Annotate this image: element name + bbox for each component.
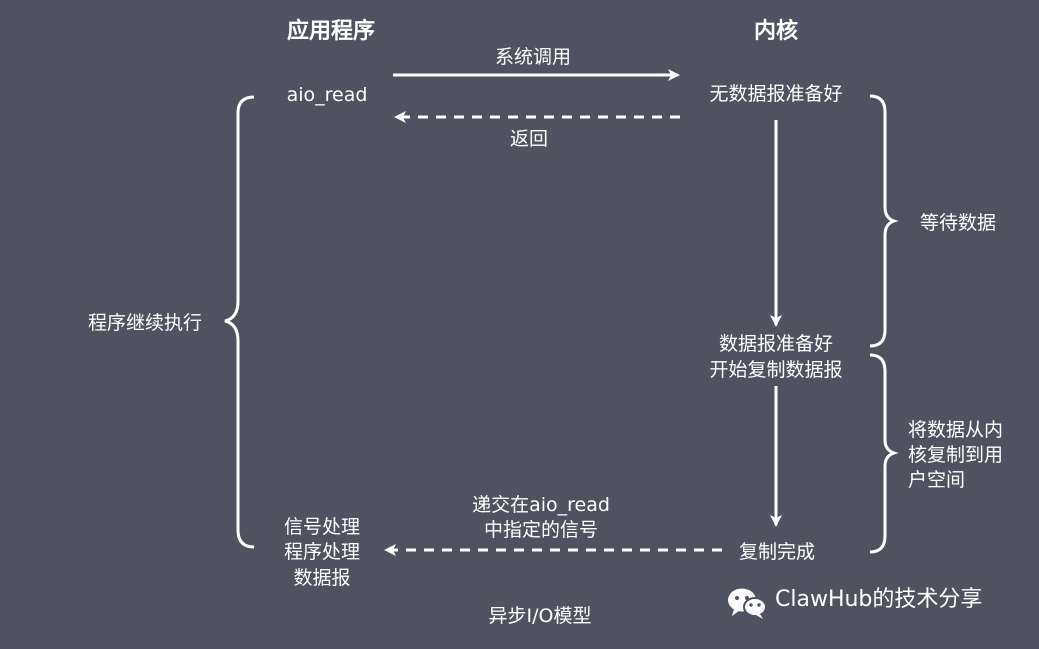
- continue-brace: [224, 95, 255, 549]
- wait-data-label: 等待数据: [920, 212, 997, 234]
- copy-done-label: 复制完成: [738, 541, 816, 563]
- watermark-text: ClawHub的技术分享: [775, 587, 983, 612]
- copy-phase-line-2: 核复制到用: [908, 444, 1004, 466]
- app-header: 应用程序: [286, 19, 376, 44]
- start-copy-label: 开始复制数据报: [709, 359, 843, 381]
- signal-label-line-2: 中指定的信号: [483, 519, 599, 541]
- handler-line-2: 程序处理: [283, 541, 361, 563]
- continue-label: 程序继续执行: [88, 312, 203, 334]
- diagram-caption: 异步I/O模型: [488, 605, 592, 627]
- syscall-label: 系统调用: [494, 46, 572, 68]
- handler-line-1: 信号处理: [283, 516, 361, 538]
- copy-phase-line-3: 户空间: [908, 469, 966, 491]
- aio-read-call: aio_read: [286, 84, 368, 106]
- handler-line-3: 数据报: [293, 567, 351, 589]
- wait-brace: [869, 94, 899, 348]
- wechat-icon: [728, 588, 767, 619]
- copy-phase-line-1: 将数据从内: [908, 419, 1004, 441]
- datagram-ready-label: 数据报准备好: [718, 333, 834, 355]
- signal-label-line-1: 递交在aio_read: [472, 494, 610, 516]
- copy-brace: [869, 353, 899, 554]
- kernel-header: 内核: [753, 19, 799, 44]
- return-label: 返回: [509, 128, 549, 150]
- no-datagram-ready: 无数据报准备好: [709, 83, 843, 105]
